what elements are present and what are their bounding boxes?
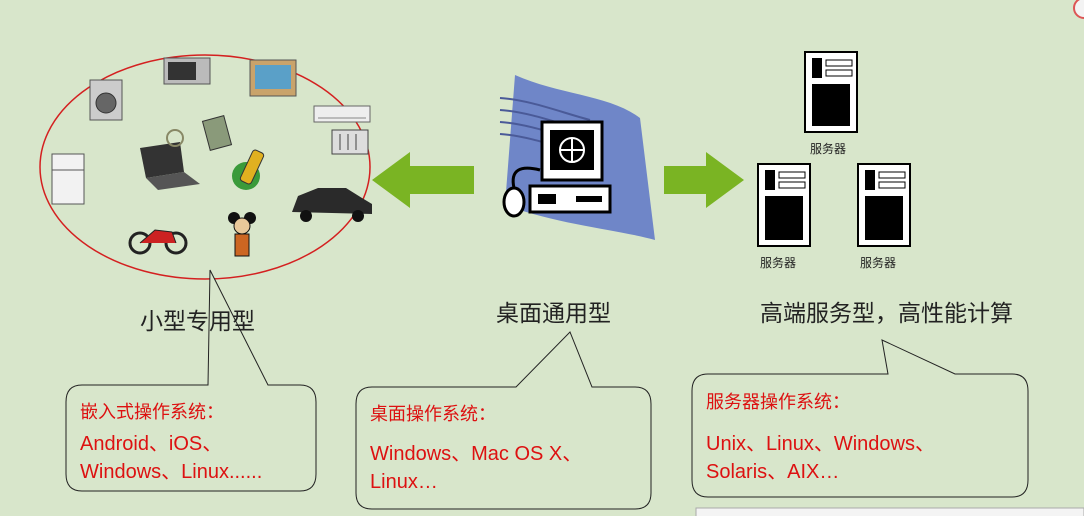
server-left-icon — [757, 163, 811, 247]
bubble-embedded-text: 嵌入式操作系统： Android、iOS、 Windows、Linux.....… — [80, 398, 262, 486]
bubble-server-text: 服务器操作系统： Unix、Linux、Windows、 Solaris、AIX… — [706, 388, 935, 486]
laptop-icon — [140, 129, 200, 190]
bubble-desktop-title: 桌面操作系统： — [370, 404, 496, 424]
bubble-embedded — [65, 269, 317, 492]
pda-icon — [201, 115, 233, 151]
mobile-phone-icon — [232, 149, 265, 190]
label-small-dedicated: 小型专用型 — [140, 309, 255, 335]
motorcycle-icon — [128, 229, 188, 255]
server-right-icon — [857, 163, 911, 247]
label-high-end-server: 高端服务型，高性能计算 — [760, 301, 1013, 327]
desktop-computer-icon — [499, 75, 655, 240]
server-caption-left: 服务器 — [760, 256, 797, 270]
tv-icon — [249, 59, 297, 97]
air-conditioner-unit-icon — [331, 129, 369, 155]
arrow-left — [372, 152, 474, 208]
small-device-ellipse — [39, 54, 371, 280]
server-caption-top: 服务器 — [810, 142, 847, 156]
bubble-embedded-title: 嵌入式操作系统： — [80, 402, 224, 422]
corner-circle — [1073, 0, 1084, 19]
microwave-icon — [163, 57, 211, 85]
bubble-server-title: 服务器操作系统： — [706, 392, 850, 412]
bottom-corner-box — [695, 507, 1084, 516]
car-icon — [292, 188, 372, 222]
bubble-embedded-line1: Android、iOS、 — [80, 433, 223, 455]
label-desktop-general: 桌面通用型 — [496, 301, 611, 327]
bubble-desktop-line1: Windows、Mac OS X、 — [370, 443, 583, 465]
refrigerator-icon — [51, 153, 85, 205]
washing-machine-icon — [89, 79, 123, 121]
bubble-embedded-line2: Windows、Linux...... — [80, 461, 263, 483]
server-top-icon — [804, 51, 858, 133]
bubble-server-line2: Solaris、AIX… — [706, 461, 840, 483]
toy-figure-icon — [228, 212, 256, 257]
bubble-desktop-text: 桌面操作系统： Windows、Mac OS X、 Linux… — [370, 400, 582, 496]
server-caption-right: 服务器 — [860, 256, 897, 270]
bubble-server — [691, 339, 1029, 498]
bubble-desktop-line2: Linux… — [370, 471, 438, 493]
arrow-right — [664, 152, 744, 208]
bubble-server-line1: Unix、Linux、Windows、 — [706, 433, 935, 455]
air-conditioner-icon — [313, 105, 371, 123]
bubble-desktop — [355, 331, 652, 510]
